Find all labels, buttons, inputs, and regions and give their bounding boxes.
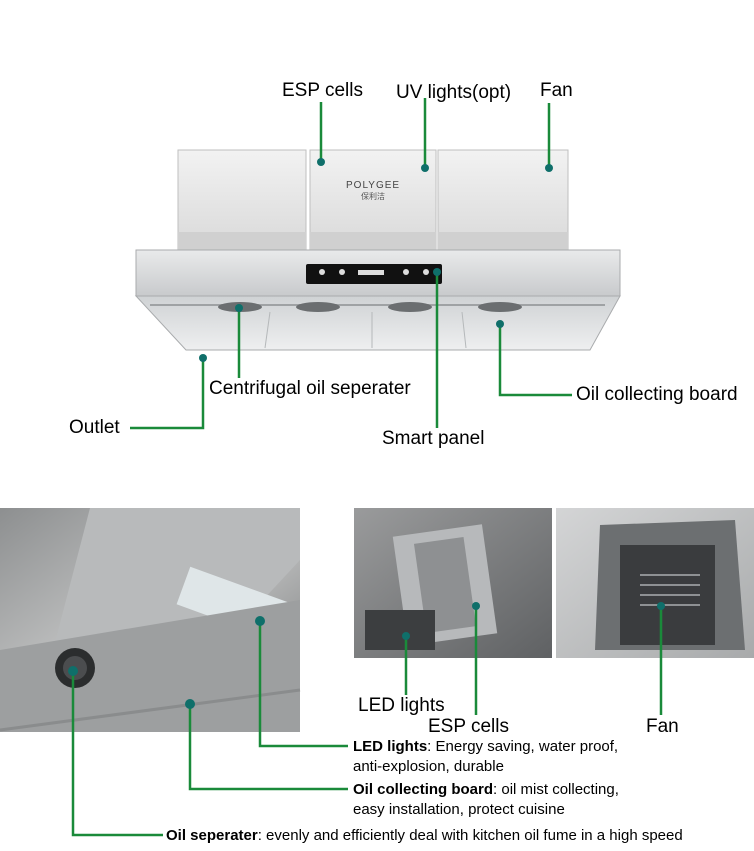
label-centrifugal-oil-seperater: Centrifugal oil seperater — [209, 378, 411, 399]
desc-oil-board-text2: easy installation, protect cuisine — [353, 801, 565, 818]
label-smart-panel: Smart panel — [382, 428, 485, 449]
desc-oil-board-text: : oil mist collecting, — [493, 781, 619, 798]
desc-oil-collecting-board: Oil collecting board: oil mist collectin… — [353, 780, 619, 820]
label-outlet: Outlet — [69, 417, 120, 438]
leader-oil-sep-desc — [71, 671, 163, 837]
desc-oil-sep-term: Oil seperater — [166, 827, 258, 844]
marker-dots — [68, 158, 665, 709]
label-esp-cells: ESP cells — [282, 80, 363, 101]
desc-oil-board-term: Oil collecting board — [353, 781, 494, 798]
label-fan-photo: Fan — [646, 716, 679, 737]
label-fan: Fan — [540, 80, 573, 101]
photo-hood-underside — [0, 508, 301, 732]
leader-oil-board — [498, 324, 572, 397]
desc-led-text: : Energy saving, water proof, — [427, 738, 619, 755]
label-esp-cells-photo: ESP cells — [428, 716, 509, 737]
desc-led-text2: anti-explosion, durable — [353, 758, 504, 775]
brand-name: POLYGEE — [346, 180, 401, 191]
photo-esp-cells — [354, 508, 552, 658]
desc-led-lights: LED lights: Energy saving, water proof, … — [353, 737, 618, 777]
label-led-lights-photo: LED lights — [358, 695, 445, 716]
photo-fan — [556, 508, 754, 658]
leader-outlet — [130, 360, 205, 430]
desc-oil-sep-text: : evenly and efficiently deal with kitch… — [257, 827, 683, 844]
brand-subname: 保利洁 — [361, 192, 385, 201]
desc-led-term: LED lights — [353, 738, 428, 755]
leader-oil-board-desc — [188, 704, 348, 791]
top-modules — [177, 149, 569, 251]
leader-lines — [71, 98, 663, 837]
leader-led-desc — [258, 621, 348, 748]
desc-oil-seperater: Oil seperater: evenly and efficiently de… — [166, 826, 683, 846]
label-uv-lights: UV lights(opt) — [396, 82, 512, 103]
label-oil-collecting-board: Oil collecting board — [576, 384, 738, 405]
